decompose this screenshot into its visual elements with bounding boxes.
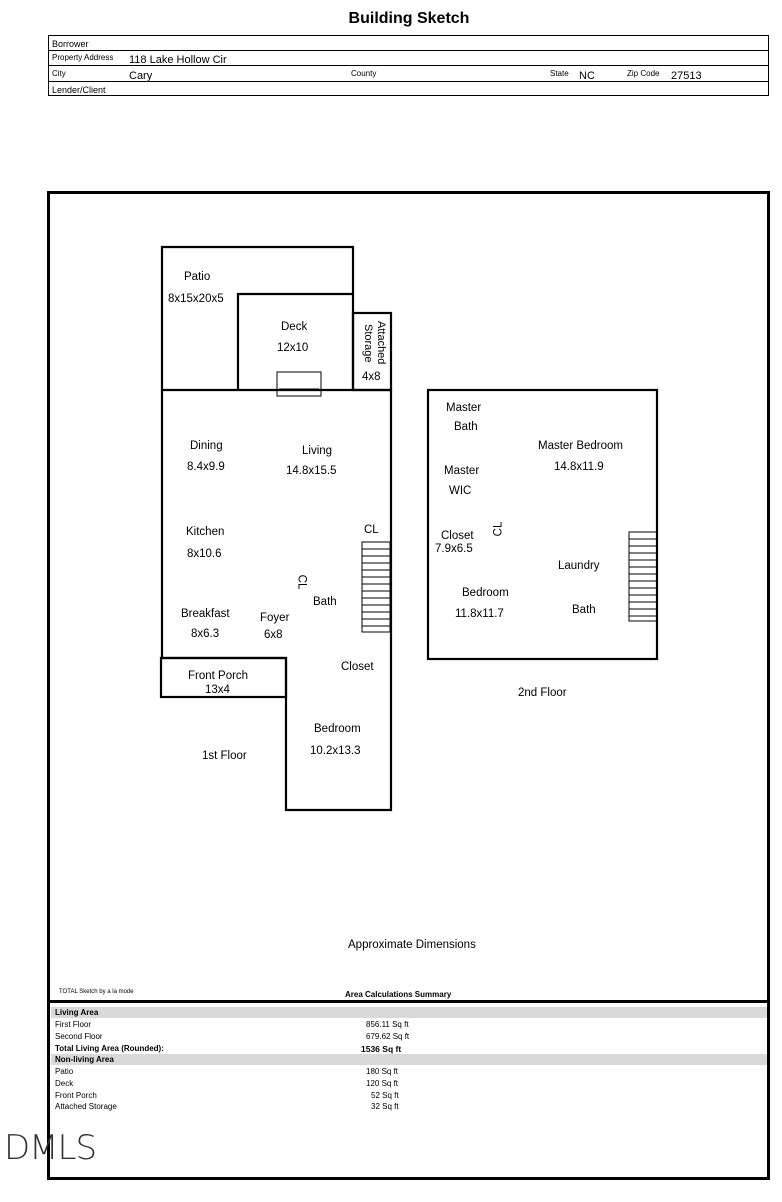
- first-floor-row-label: First Floor: [55, 1020, 91, 1029]
- front-porch-label: Front Porch: [188, 670, 249, 682]
- zip-label: Zip Code: [627, 69, 660, 78]
- stairs-first-floor: [361, 541, 391, 633]
- closet-label: Closet: [341, 661, 374, 673]
- property-address-label: Property Address: [52, 53, 114, 62]
- living-label: Living: [302, 445, 333, 457]
- first-floor-label: 1st Floor: [202, 750, 247, 762]
- patio-outline: [160, 245, 355, 390]
- breakfast-label: Breakfast: [181, 608, 230, 620]
- deck-outline: [236, 292, 352, 390]
- foyer-label: Foyer: [260, 612, 290, 624]
- nonliving-area-header: Non-living Area: [55, 1055, 114, 1064]
- bedroom-label: Bedroom: [314, 723, 361, 735]
- approximate-dimensions-label: Approximate Dimensions: [348, 939, 476, 951]
- living-dimensions: 14.8x15.5: [286, 465, 337, 477]
- bedroom-2-label: Bedroom: [462, 587, 509, 599]
- master-wic-label-2: WIC: [449, 485, 472, 497]
- lender-row: Lender/Client: [49, 82, 768, 97]
- state-value: NC: [579, 70, 595, 82]
- master-wic-label-1: Master: [444, 465, 480, 477]
- deck-row-value: 120 Sq ft: [366, 1079, 399, 1088]
- living-area-header-bar: [51, 1007, 767, 1018]
- breakfast-dimensions: 8x6.3: [191, 628, 220, 640]
- master-bath-label-1: Master: [446, 402, 482, 414]
- living-area-header: Living Area: [55, 1008, 99, 1017]
- bath-2-label: Bath: [572, 604, 596, 616]
- kitchen-dimensions: 8x10.6: [187, 548, 222, 560]
- closet-cl-label: CL: [364, 524, 379, 536]
- sketch-software-label: TOTAL Sketch by a la mode: [59, 989, 134, 995]
- patio-dimensions: 8x15x20x5: [168, 293, 224, 305]
- stairs-second-floor: [628, 531, 658, 622]
- second-floor-outline: [426, 388, 659, 661]
- front-porch-row-label: Front Porch: [55, 1091, 97, 1100]
- county-label: County: [351, 69, 377, 78]
- master-bath-label-2: Bath: [454, 421, 478, 433]
- patio-row-value: 180 Sq ft: [366, 1067, 399, 1076]
- total-living-area-label: Total Living Area (Rounded):: [55, 1044, 164, 1053]
- foyer-dimensions: 6x8: [264, 629, 283, 641]
- sketch-frame: [47, 191, 770, 1180]
- dining-dimensions: 8.4x9.9: [187, 461, 225, 473]
- storage-dimensions: 4x8: [362, 371, 381, 383]
- deck-label: Deck: [281, 321, 308, 333]
- city-value: Cary: [129, 70, 153, 82]
- second-floor-row-label: Second Floor: [55, 1032, 103, 1041]
- kitchen-label: Kitchen: [186, 526, 225, 538]
- second-floor-row-value: 679.62 Sq ft: [366, 1032, 410, 1041]
- attached-storage-row-value: 32 Sq ft: [371, 1102, 399, 1111]
- master-bedroom-label: Master Bedroom: [538, 440, 624, 452]
- cl-rotated-label-2: CL: [492, 521, 505, 537]
- front-porch-dimensions: 13x4: [205, 684, 230, 696]
- deck-dimensions: 12x10: [277, 342, 309, 354]
- bedroom-dimensions: 10.2x13.3: [310, 745, 361, 757]
- zip-value: 27513: [671, 70, 702, 82]
- nonliving-area-header-bar: [51, 1054, 767, 1065]
- cl-rotated-label: CL: [295, 574, 308, 590]
- property-address-value: 118 Lake Hollow Cir: [129, 54, 227, 66]
- patio-label: Patio: [184, 271, 211, 283]
- city-label: City: [52, 69, 66, 78]
- dmls-watermark-logo: DMLS: [4, 1128, 97, 1168]
- master-bedroom-dimensions: 14.8x11.9: [554, 461, 604, 473]
- bath-label: Bath: [313, 596, 337, 608]
- storage-label: Attached Storage: [362, 321, 387, 365]
- patio-row-label: Patio: [55, 1067, 74, 1076]
- city-row: City Cary County State NC Zip Code 27513: [49, 66, 768, 82]
- deck-row-label: Deck: [55, 1079, 74, 1088]
- borrower-row: Borrower: [49, 36, 768, 51]
- first-floor-row-value: 856.11 Sq ft: [366, 1020, 409, 1029]
- front-porch-outline: [159, 656, 288, 699]
- closet-2-dimensions: 7.9x6.5: [435, 543, 473, 555]
- fireplace: [276, 371, 322, 397]
- state-label: State: [550, 69, 569, 78]
- summary-title: Area Calculations Summary: [345, 990, 452, 999]
- page-title: Building Sketch: [348, 10, 470, 27]
- property-address-row: Property Address 118 Lake Hollow Cir: [49, 51, 768, 66]
- header-table: Borrower Property Address 118 Lake Hollo…: [48, 35, 769, 96]
- dining-label: Dining: [190, 440, 223, 452]
- lender-label: Lender/Client: [52, 85, 106, 95]
- second-floor-label: 2nd Floor: [518, 687, 567, 699]
- laundry-label: Laundry: [558, 560, 600, 572]
- closet-2-label: Closet: [441, 530, 474, 542]
- borrower-label: Borrower: [52, 39, 89, 49]
- front-porch-row-value: 52 Sq ft: [371, 1091, 399, 1100]
- total-living-area-value: 1536 Sq ft: [361, 1044, 402, 1054]
- attached-storage-row-label: Attached Storage: [55, 1102, 117, 1111]
- summary-separator: [47, 1000, 770, 1003]
- bedroom-2-dimensions: 11.8x11.7: [455, 608, 504, 620]
